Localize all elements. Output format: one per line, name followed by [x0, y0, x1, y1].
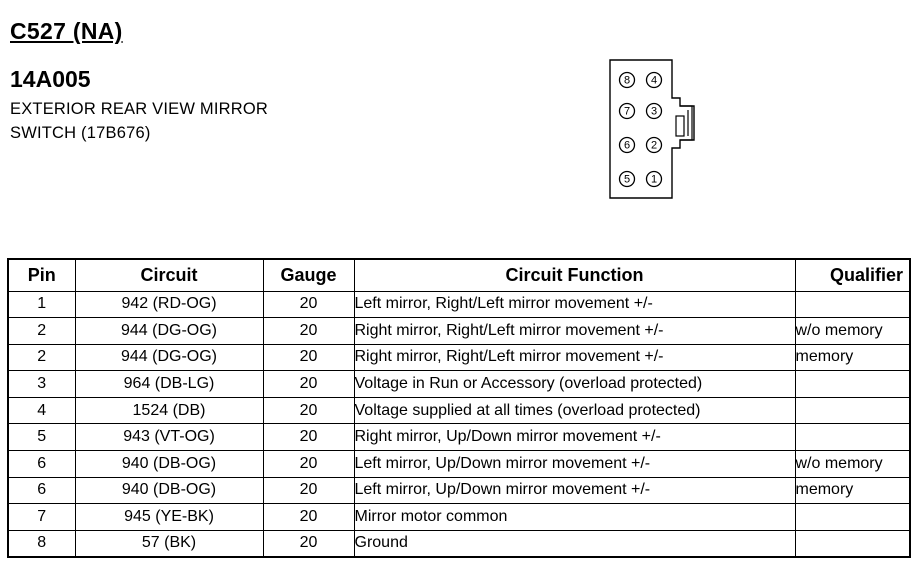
qualifier-cell [794, 370, 911, 398]
connector-pin-label: 4 [651, 75, 657, 87]
qualifier-cell [794, 503, 911, 531]
circuit-function-cell: Voltage in Run or Accessory (overload pr… [353, 370, 796, 398]
pin-cell: 8 [7, 529, 76, 558]
description-line-2: SWITCH (17B676) [10, 124, 151, 142]
connector-outline [609, 59, 695, 199]
connector-pin-1 [645, 170, 663, 188]
connector-pin-label: 5 [624, 174, 630, 186]
circuit-cell: 964 (DB-LG) [74, 370, 264, 398]
connector-pin-5 [618, 170, 636, 188]
pin-cell: 3 [7, 370, 76, 398]
connector-pin-2 [645, 136, 663, 154]
qualifier-cell [794, 529, 911, 558]
qualifier-cell: w/o memory [794, 450, 911, 478]
gauge-cell: 20 [262, 529, 355, 558]
connector-pin-label: 8 [624, 75, 630, 87]
connector-face-diagram: 8 4 7 3 6 2 5 1 [609, 59, 695, 199]
circuit-cell: 943 (VT-OG) [74, 423, 264, 452]
connector-pin-label: 7 [624, 106, 630, 118]
circuit-cell: 944 (DG-OG) [74, 343, 264, 372]
part-number: 14A005 [10, 66, 91, 92]
circuit-function-cell: Voltage supplied at all times (overload … [353, 396, 796, 425]
circuit-cell: 945 (YE-BK) [74, 503, 264, 531]
gauge-cell: 20 [262, 290, 355, 319]
qualifier-cell [794, 290, 911, 319]
pinout-table: Pin Circuit Gauge Circuit Function Quali… [7, 258, 911, 558]
pin-cell: 2 [7, 317, 76, 345]
circuit-cell: 940 (DB-OG) [74, 450, 264, 478]
pin-cell: 4 [7, 396, 76, 425]
column-header-pin: Pin [7, 258, 76, 292]
connector-pin-3 [645, 102, 663, 120]
pin-cell: 7 [7, 503, 76, 531]
gauge-cell: 20 [262, 317, 355, 345]
circuit-cell: 940 (DB-OG) [74, 476, 264, 505]
column-header-qualifier: Qualifier [794, 258, 911, 292]
circuit-function-cell: Right mirror, Right/Left mirror movement… [353, 343, 796, 372]
column-header-circuit-function: Circuit Function [353, 258, 796, 292]
connector-title: C527 (NA) [10, 18, 123, 44]
circuit-function-cell: Left mirror, Up/Down mirror movement +/- [353, 450, 796, 478]
circuit-function-cell: Mirror motor common [353, 503, 796, 531]
pin-cell: 1 [7, 290, 76, 319]
circuit-cell: 942 (RD-OG) [74, 290, 264, 319]
circuit-function-cell: Right mirror, Up/Down mirror movement +/… [353, 423, 796, 452]
connector-pin-label: 3 [651, 106, 657, 118]
qualifier-cell: memory [794, 476, 911, 505]
connector-pin-label: 1 [651, 174, 657, 186]
qualifier-cell: memory [794, 343, 911, 372]
connector-pin-label: 2 [651, 140, 657, 152]
circuit-function-cell: Left mirror, Right/Left mirror movement … [353, 290, 796, 319]
circuit-cell: 1524 (DB) [74, 396, 264, 425]
pin-cell: 5 [7, 423, 76, 452]
pin-cell: 6 [7, 476, 76, 505]
connector-pin-8 [618, 71, 636, 89]
circuit-function-cell: Left mirror, Up/Down mirror movement +/- [353, 476, 796, 505]
qualifier-cell [794, 396, 911, 425]
column-header-circuit: Circuit [74, 258, 264, 292]
column-header-gauge: Gauge [262, 258, 355, 292]
circuit-cell: 944 (DG-OG) [74, 317, 264, 345]
table-header-row: Pin Circuit Gauge Circuit Function Quali… [7, 258, 911, 292]
circuit-function-cell: Ground [353, 529, 796, 558]
pin-cell: 2 [7, 343, 76, 372]
qualifier-cell [794, 423, 911, 452]
gauge-cell: 20 [262, 503, 355, 531]
connector-pin-4 [645, 71, 663, 89]
connector-pin-6 [618, 136, 636, 154]
pin-cell: 6 [7, 450, 76, 478]
connector-pin-7 [618, 102, 636, 120]
gauge-cell: 20 [262, 370, 355, 398]
gauge-cell: 20 [262, 476, 355, 505]
connector-latch [680, 105, 693, 141]
circuit-function-cell: Right mirror, Right/Left mirror movement… [353, 317, 796, 345]
gauge-cell: 20 [262, 450, 355, 478]
gauge-cell: 20 [262, 343, 355, 372]
connector-pin-label: 6 [624, 140, 630, 152]
circuit-cell: 57 (BK) [74, 529, 264, 558]
connector-latch-tab [675, 115, 685, 137]
gauge-cell: 20 [262, 396, 355, 425]
description-line-1: EXTERIOR REAR VIEW MIRROR [10, 100, 269, 118]
gauge-cell: 20 [262, 423, 355, 452]
qualifier-cell: w/o memory [794, 317, 911, 345]
